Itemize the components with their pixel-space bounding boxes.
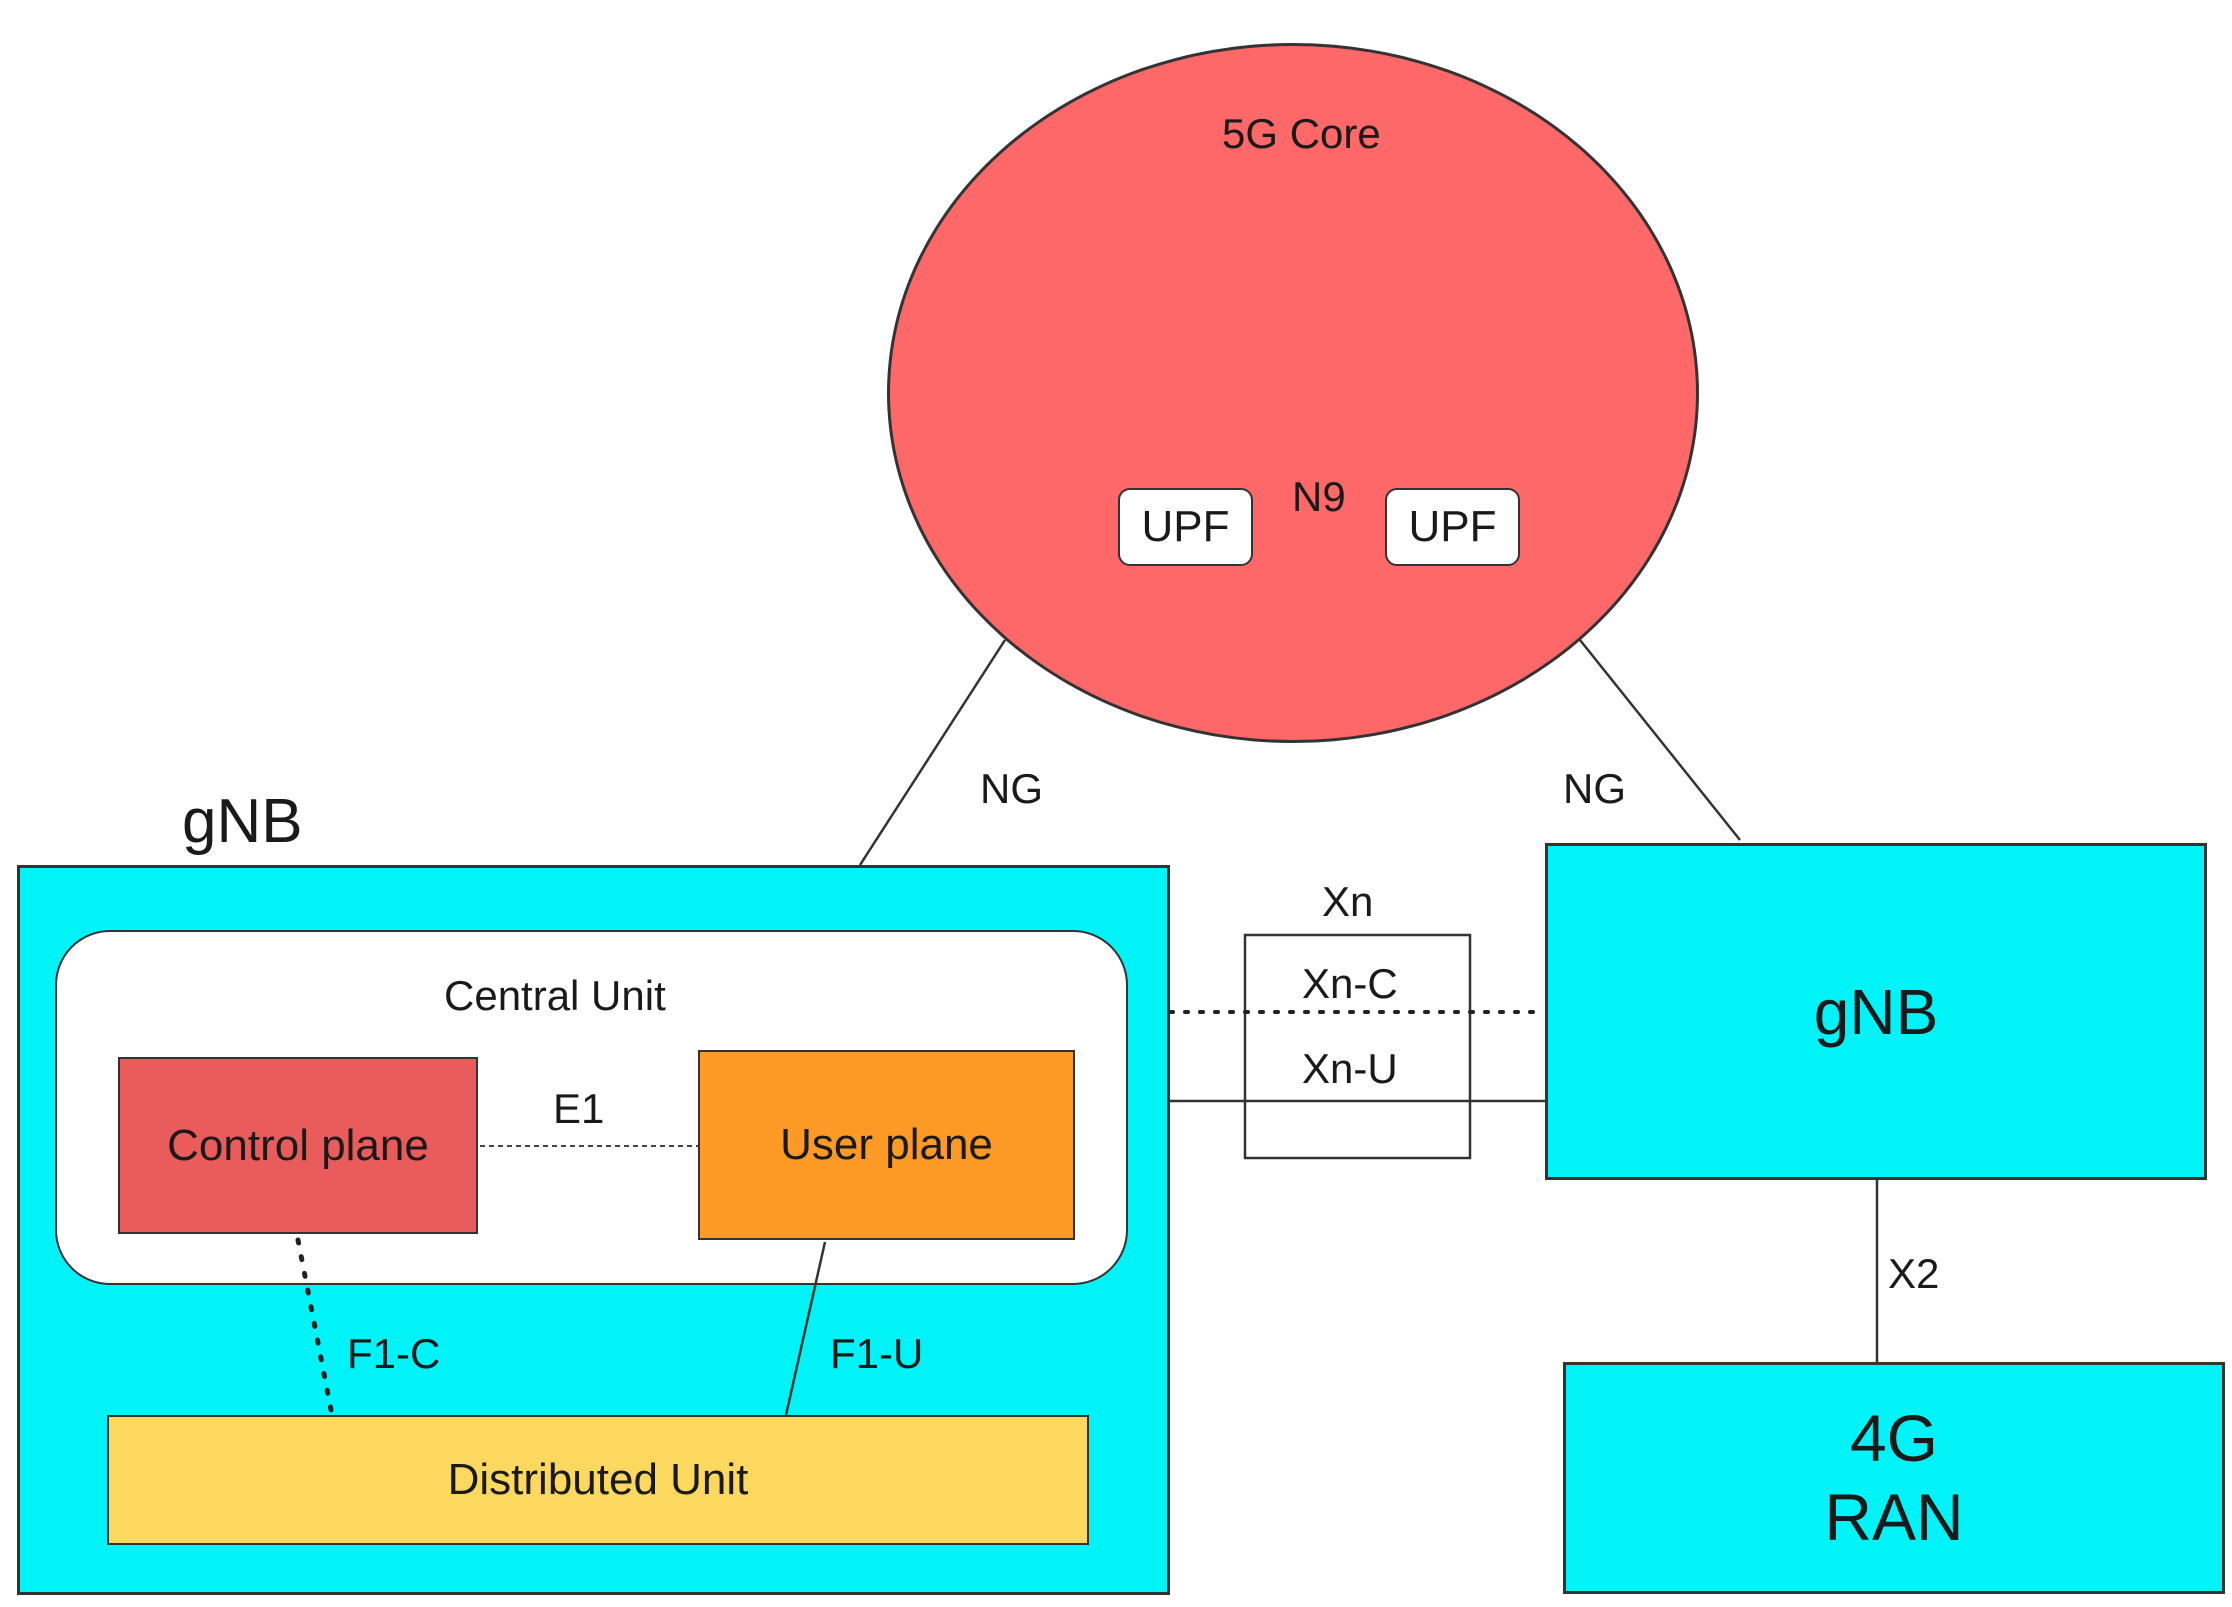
user-plane-label: User plane	[780, 1120, 993, 1169]
ng-left-line	[858, 639, 1007, 866]
f1-u-label: F1-U	[830, 1330, 924, 1377]
ng-right-line	[1579, 639, 1741, 841]
user-plane-box: User plane	[698, 1050, 1075, 1240]
distributed-unit-label: Distributed Unit	[447, 1455, 749, 1504]
xn-c-label: Xn-C	[1302, 960, 1398, 1007]
gnb-left-title: gNB	[182, 787, 303, 856]
e1-label: E1	[553, 1085, 605, 1132]
core-network-circle	[887, 43, 1699, 743]
f1-c-label: F1-C	[347, 1330, 441, 1377]
upf-left-label: UPF	[1141, 502, 1230, 551]
xn-u-label: Xn-U	[1302, 1045, 1398, 1092]
ng-right-label: NG	[1563, 765, 1626, 812]
ng-left-label: NG	[980, 765, 1043, 812]
ran-line2: RAN	[1824, 1480, 1964, 1554]
core-title: 5G Core	[1222, 110, 1381, 157]
control-plane-label: Control plane	[167, 1120, 429, 1170]
xn-label: Xn	[1322, 878, 1374, 925]
gnb-right-label: gNB	[1813, 975, 1939, 1048]
control-plane-box: Control plane	[118, 1057, 478, 1234]
upf-left-box: UPF	[1118, 488, 1253, 566]
upf-right-box: UPF	[1385, 488, 1520, 566]
x2-label: X2	[1888, 1250, 1940, 1297]
distributed-unit-box: Distributed Unit	[107, 1415, 1089, 1545]
ran-line1: 4G	[1849, 1400, 1939, 1475]
xn-frame	[1243, 933, 1472, 1160]
n9-label: N9	[1292, 473, 1346, 520]
central-unit-title: Central Unit	[444, 972, 666, 1019]
upf-right-label: UPF	[1408, 502, 1497, 551]
gnb-right-box: gNB	[1545, 843, 2207, 1180]
ran-4g-box: 4G RAN	[1563, 1362, 2225, 1594]
